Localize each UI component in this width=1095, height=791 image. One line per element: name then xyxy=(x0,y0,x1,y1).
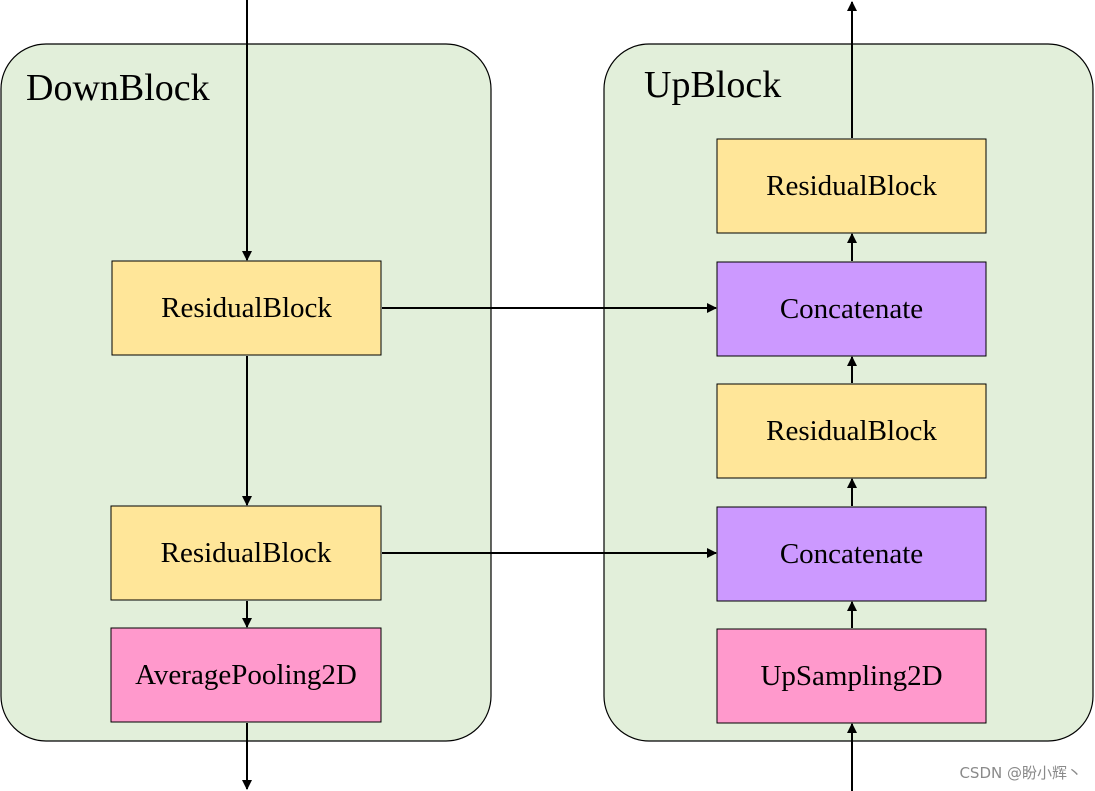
node-down-residual-2: ResidualBlock xyxy=(110,505,382,601)
node-box xyxy=(716,628,987,724)
watermark-text: CSDN @盼小辉丶 xyxy=(959,764,1082,782)
node-down-average-pooling: AveragePooling2D xyxy=(110,627,382,723)
node-label: Concatenate xyxy=(780,538,923,570)
node-box xyxy=(110,505,382,601)
node-box xyxy=(716,383,987,479)
node-label: ResidualBlock xyxy=(766,415,937,447)
node-label: UpSampling2D xyxy=(760,660,942,692)
node-label: ResidualBlock xyxy=(161,292,332,324)
node-label: AveragePooling2D xyxy=(135,659,357,691)
node-label: ResidualBlock xyxy=(161,537,332,569)
node-up-concatenate-2: Concatenate xyxy=(716,261,987,357)
node-up-concatenate-1: Concatenate xyxy=(716,506,987,602)
node-box xyxy=(716,261,987,357)
node-box xyxy=(110,627,382,723)
downblock-title: DownBlock xyxy=(26,67,210,109)
node-box xyxy=(716,138,987,234)
node-up-residual-1: ResidualBlock xyxy=(716,383,987,479)
node-up-residual-2: ResidualBlock xyxy=(716,138,987,234)
node-label: Concatenate xyxy=(780,293,923,325)
node-label: ResidualBlock xyxy=(766,170,937,202)
node-box xyxy=(111,260,382,356)
node-box xyxy=(716,506,987,602)
node-down-residual-1: ResidualBlock xyxy=(111,260,382,356)
node-up-upsampling: UpSampling2D xyxy=(716,628,987,724)
edges-layer xyxy=(242,0,857,791)
upblock-title: UpBlock xyxy=(644,64,781,106)
